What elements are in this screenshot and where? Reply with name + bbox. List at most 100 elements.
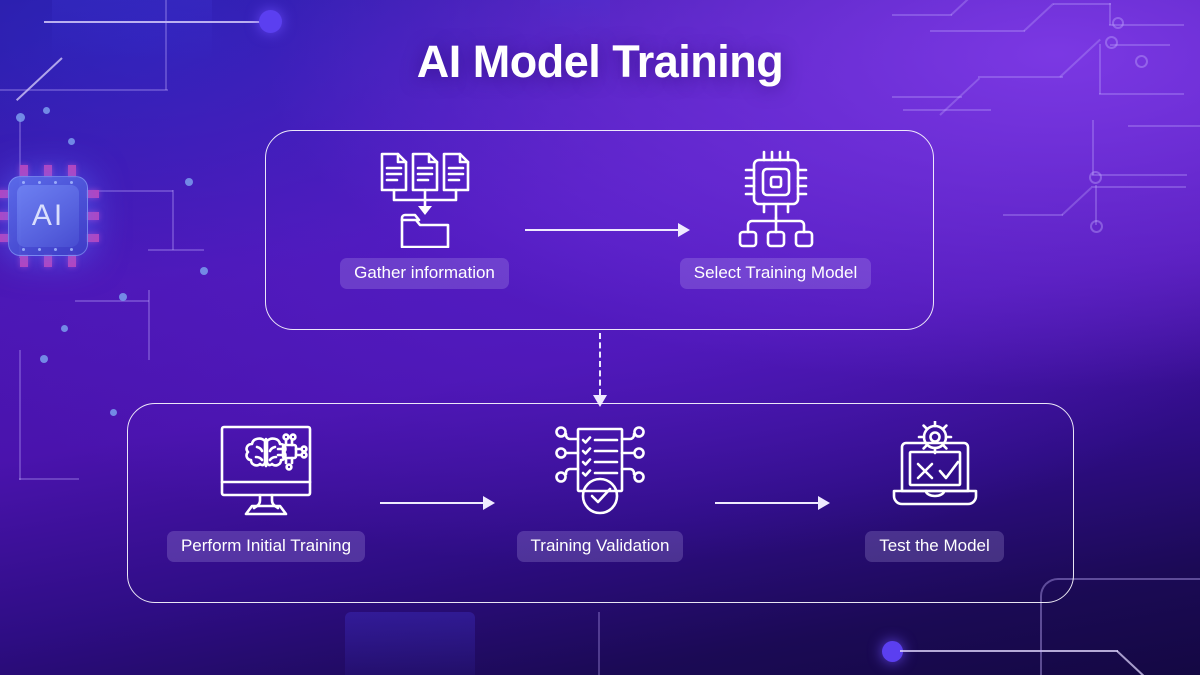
circuit-trace	[1091, 186, 1186, 188]
circuit-trace	[892, 96, 962, 98]
circuit-trace	[0, 89, 168, 91]
circuit-trace	[1109, 24, 1184, 26]
connector-arrow-right	[525, 223, 690, 237]
chip-solder-dot	[70, 181, 73, 184]
circuit-trace	[19, 118, 21, 258]
circuit-dot	[61, 325, 68, 332]
step-gather-information[interactable]: Gather information	[322, 148, 527, 290]
chip-pin	[0, 212, 10, 220]
circuit-trace	[88, 190, 173, 192]
arrow-line	[715, 502, 818, 504]
chip-solder-dot	[70, 248, 73, 251]
circuit-trace	[1092, 120, 1094, 175]
circuit-dot	[68, 138, 75, 145]
circuit-dot	[185, 178, 193, 186]
chip-pin	[44, 254, 52, 267]
circuit-ring-dot	[1090, 220, 1103, 233]
circuit-trace	[75, 300, 149, 302]
laptop-gear-check-cross-icon	[880, 421, 990, 521]
circuit-dot	[40, 355, 48, 363]
chip-pin	[68, 165, 76, 178]
circuit-trace	[598, 612, 600, 675]
chip-solder-dot	[54, 181, 57, 184]
circuit-ring-dot	[1089, 171, 1102, 184]
circuit-trace	[172, 190, 174, 250]
circuit-trace	[1003, 214, 1063, 216]
circuit-trace	[19, 478, 79, 480]
chip-solder-dot	[38, 248, 41, 251]
chip-inner: AI	[17, 185, 79, 247]
connector-arrow-right	[380, 496, 495, 510]
circuit-trace	[1092, 174, 1187, 176]
circuit-node-dot	[259, 10, 282, 33]
chip-pin	[20, 254, 28, 267]
arrow-line	[380, 502, 483, 504]
circuit-trace	[930, 30, 1025, 32]
circuit-trace-diagonal	[1061, 186, 1092, 216]
step-label: Training Validation	[516, 531, 684, 563]
circuit-trace	[1053, 3, 1111, 5]
arrow-head	[818, 496, 830, 510]
chip-pin	[68, 254, 76, 267]
step-label: Gather information	[340, 258, 509, 290]
chip-solder-dot	[38, 181, 41, 184]
chip-label: AI	[31, 199, 65, 232]
chip-solder-dot	[54, 248, 57, 251]
circuit-ring-dot	[1112, 17, 1124, 29]
chip-pin	[86, 212, 99, 220]
circuit-node-dot	[882, 641, 903, 662]
stage-connector-arrow-down	[593, 333, 607, 407]
circuit-trace	[900, 650, 1118, 652]
arrow-head	[678, 223, 690, 237]
circuit-trace	[903, 109, 991, 111]
circuit-trace	[148, 290, 150, 360]
circuit-trace	[19, 350, 21, 480]
step-label: Perform Initial Training	[166, 531, 366, 563]
step-label: Test the Model	[865, 531, 1004, 563]
chip-pin	[0, 190, 10, 198]
chip-pin	[44, 165, 52, 178]
circuit-trace	[1095, 185, 1097, 225]
circuit-trace	[892, 14, 952, 16]
page-title: AI Model Training	[416, 36, 784, 87]
decor-soft-rect	[345, 612, 475, 675]
step-select-training-model[interactable]: Select Training Model	[672, 148, 879, 290]
chip-pin	[0, 234, 10, 242]
step-perform-initial-training[interactable]: Perform Initial Training	[157, 421, 375, 563]
checklist-circuit-check-icon	[545, 421, 655, 521]
documents-to-folder-icon	[372, 148, 478, 248]
monitor-brain-chip-icon	[210, 421, 322, 521]
stage-card-top	[265, 130, 934, 330]
circuit-trace	[1128, 125, 1200, 127]
cpu-chip-network-icon	[726, 148, 826, 248]
decor-soft-rect	[540, 0, 610, 40]
circuit-trace-diagonal	[950, 0, 993, 16]
circuit-dot	[43, 107, 50, 114]
chip-pin	[86, 234, 99, 242]
step-label: Select Training Model	[679, 258, 872, 290]
connector-arrow-right	[715, 496, 830, 510]
ai-chip-graphic: AI	[0, 165, 99, 267]
circuit-trace-diagonal	[1023, 2, 1054, 32]
circuit-dot	[16, 113, 25, 122]
arrow-head	[593, 395, 607, 407]
chip-solder-dot	[22, 248, 25, 251]
circuit-trace	[1109, 3, 1111, 25]
arrow-dashed-line	[599, 333, 601, 395]
circuit-dot	[200, 267, 208, 275]
circuit-trace	[44, 21, 269, 23]
chip-pin	[20, 165, 28, 178]
arrow-line	[525, 229, 678, 231]
circuit-dot	[110, 409, 117, 416]
chip-solder-dot	[22, 181, 25, 184]
chip-body	[8, 176, 88, 256]
arrow-head	[483, 496, 495, 510]
circuit-trace	[1099, 93, 1184, 95]
circuit-trace	[148, 249, 204, 251]
step-training-validation[interactable]: Training Validation	[490, 421, 710, 563]
stage-card-bottom	[127, 403, 1074, 603]
circuit-trace-diagonal	[1116, 650, 1147, 675]
chip-pin	[86, 190, 99, 198]
step-test-the-model[interactable]: Test the Model	[824, 421, 1045, 563]
